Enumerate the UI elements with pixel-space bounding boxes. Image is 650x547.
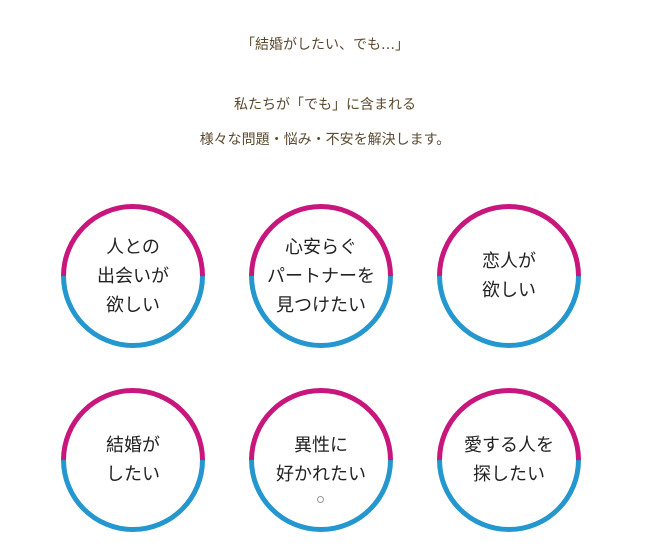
circle-text: 人との [106,236,160,258]
concern-circle-4: 結婚がしたい [31,358,235,547]
circle-text: 異性に [294,435,348,456]
circle-text: 心安らぐ [285,236,357,258]
circle-text: 好かれたい [276,464,366,485]
circle-text: したい [106,464,160,485]
header-line-2: 私たちが「でも」に含まれる [234,97,416,113]
concern-circle-6: 愛する人を探したい [407,358,611,547]
circle-text: 結婚が [106,435,160,456]
circle-text: 欲しい [482,280,536,301]
concern-circle-1: 人との出会いが欲しい [31,174,235,378]
header-line-3: 様々な問題・悩み・不安を解決します。 [199,132,451,148]
circle-text: 欲しい [106,294,160,316]
circle-text: パートナーを [267,265,375,287]
circle-text: 愛する人を [464,435,554,456]
concern-circle-3: 恋人が欲しい [407,174,611,378]
circle-text: 出会いが [97,265,169,287]
concern-circle-5: 異性に好かれたい [219,358,423,547]
circle-text: 恋人が [482,251,536,272]
concern-circle-2: 心安らぐパートナーを見つけたい [219,174,423,378]
circle-text: 見つけたい [276,294,366,316]
header-quote: 「結婚がしたい、でも…」 [241,37,409,53]
indicator-dot [317,496,324,503]
circle-text: 探したい [473,464,545,485]
